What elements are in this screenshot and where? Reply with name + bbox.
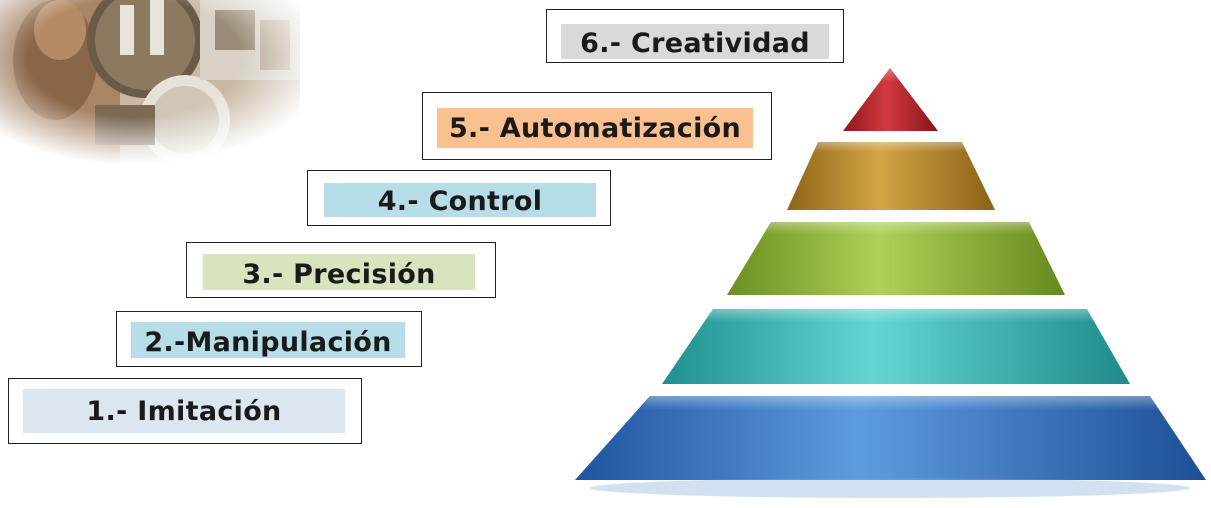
level-3-box: 3.- Precisión bbox=[186, 242, 496, 298]
level-6-box: 6.- Creatividad bbox=[546, 9, 844, 63]
level-3-label: 3.- Precisión bbox=[203, 254, 475, 290]
pyramid-tier-2 bbox=[662, 309, 1130, 384]
level-6-label: 6.- Creatividad bbox=[561, 24, 829, 59]
level-5-label: 5.- Automatización bbox=[437, 108, 753, 148]
level-1-label: 1.- Imitación bbox=[23, 389, 345, 433]
level-4-label: 4.- Control bbox=[324, 183, 596, 217]
level-4-box: 4.- Control bbox=[307, 170, 611, 226]
level-2-label: 2.-Manipulación bbox=[131, 322, 405, 358]
level-2-box: 2.-Manipulación bbox=[116, 311, 422, 367]
pyramid-tier-3 bbox=[727, 222, 1065, 295]
pyramid-graphic bbox=[575, 68, 1206, 498]
level-1-box: 1.- Imitación bbox=[8, 378, 362, 444]
level-5-box: 5.- Automatización bbox=[422, 92, 772, 160]
pyramid-tier-5 bbox=[843, 68, 938, 131]
pyramid-tier-4 bbox=[787, 142, 995, 210]
pyramid-tier-1 bbox=[575, 396, 1206, 498]
sports-photo-collage bbox=[0, 0, 300, 165]
